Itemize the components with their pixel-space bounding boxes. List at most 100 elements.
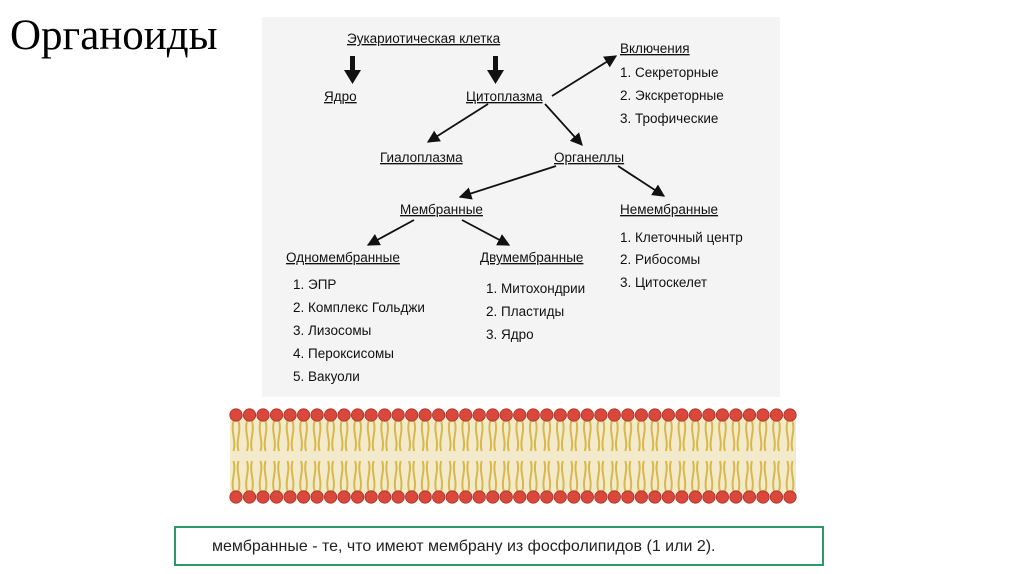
lipid-tail	[582, 420, 587, 452]
lipid-tail	[758, 420, 763, 452]
lipid-head	[337, 490, 351, 504]
lipid-tail	[488, 460, 493, 492]
lipid-tail	[245, 420, 249, 452]
lipid-tail	[574, 460, 579, 492]
organelle-classification-diagram	[262, 17, 780, 397]
lipid-tail	[763, 420, 768, 452]
lipid-tail	[650, 460, 655, 492]
lipid-tail	[777, 460, 781, 492]
lipid-tail	[304, 420, 308, 452]
lipid-head	[283, 408, 297, 422]
lipid-head	[486, 490, 500, 504]
lipid-tail	[407, 420, 412, 452]
lipid-tail	[407, 460, 412, 492]
lipid-head	[229, 408, 243, 422]
lipid-tail	[412, 460, 417, 492]
lipid-head	[567, 490, 581, 504]
lipid-head	[769, 408, 784, 422]
lipid-tail	[398, 420, 403, 452]
lipid-tail	[425, 420, 430, 452]
lipid-head	[702, 408, 716, 422]
lipid-tail	[515, 420, 520, 452]
lipid-tail	[547, 420, 552, 452]
lipid-tail	[326, 460, 330, 492]
arrow-cytoplasm-to-hyaloplasm	[426, 103, 489, 143]
lipid-tail	[447, 460, 452, 492]
lipid-tail	[555, 460, 560, 492]
lipid-head	[310, 408, 324, 422]
caption-text: мембранные - те, что имеют мембрану из ф…	[212, 538, 716, 555]
caption-box: мембранные - те, что имеют мембрану из ф…	[174, 526, 824, 566]
lipid-tail	[434, 420, 439, 452]
lipid-head	[364, 490, 378, 504]
lipid-tail	[637, 460, 641, 492]
lipid-tail	[331, 460, 335, 492]
lipid-tail	[682, 460, 687, 492]
lipid-tail	[380, 460, 384, 492]
lipid-head	[540, 490, 554, 504]
lipid-tail	[250, 420, 254, 452]
lipid-tail	[398, 460, 403, 492]
single-membrane-item: 4. Пероксисомы	[293, 346, 394, 361]
lipid-tail	[366, 460, 371, 492]
lipid-tail	[353, 460, 357, 492]
lipid-tail	[344, 460, 349, 492]
lipid-tail	[623, 460, 628, 492]
lipid-head	[405, 490, 419, 504]
lipid-tail	[736, 420, 741, 452]
lipid-head	[688, 490, 703, 504]
lipid-head	[242, 408, 257, 422]
label-nucleus: Ядро	[324, 89, 357, 104]
lipid-tail	[506, 460, 511, 492]
lipid-head	[675, 490, 689, 504]
lipid-head	[756, 490, 770, 504]
lipid-tail	[696, 460, 700, 492]
lipid-tail	[777, 420, 781, 452]
lipid-head	[783, 490, 797, 504]
lipid-head	[378, 408, 392, 422]
lipid-tail	[677, 460, 682, 492]
lipid-head	[405, 408, 419, 422]
lipid-head	[648, 408, 662, 422]
lipid-tail	[574, 420, 579, 452]
lipid-head	[391, 490, 405, 504]
lipid-tail	[461, 460, 466, 492]
double-membrane-item: 1. Митохондрии	[486, 281, 585, 296]
bilayer-band	[230, 415, 796, 497]
lipid-tail	[493, 460, 498, 492]
lipid-tail	[299, 420, 303, 452]
lipid-head	[269, 408, 284, 422]
lipid-tail	[366, 420, 371, 452]
single-membrane-item: 1. ЭПР	[293, 277, 336, 292]
lipid-tail	[474, 460, 479, 492]
lipid-tail	[669, 460, 673, 492]
lipid-tail	[528, 460, 533, 492]
lipid-head	[621, 408, 635, 422]
lipid-tail	[304, 460, 308, 492]
lipid-tail	[637, 420, 641, 452]
lipid-head	[432, 408, 446, 422]
lipid-head	[567, 408, 581, 422]
lipid-head	[661, 408, 675, 422]
lipid-head	[229, 490, 243, 504]
lipid-tail	[682, 420, 687, 452]
lipid-tail	[704, 460, 709, 492]
lipid-tail	[533, 420, 538, 452]
lipid-head	[323, 490, 338, 504]
lipid-tail	[420, 460, 425, 492]
lipid-head	[729, 408, 743, 422]
lipid-tail	[628, 460, 633, 492]
lipid-head	[256, 490, 270, 504]
lipid-tail	[277, 460, 281, 492]
lipid-head	[526, 408, 540, 422]
lipid-head	[364, 408, 378, 422]
lipid-head	[472, 408, 486, 422]
lipid-tail	[479, 420, 484, 452]
lipid-tail	[709, 460, 714, 492]
lipid-tail	[488, 420, 493, 452]
lipid-tail	[533, 460, 538, 492]
lipid-tail	[582, 460, 587, 492]
lipid-tail	[501, 420, 506, 452]
